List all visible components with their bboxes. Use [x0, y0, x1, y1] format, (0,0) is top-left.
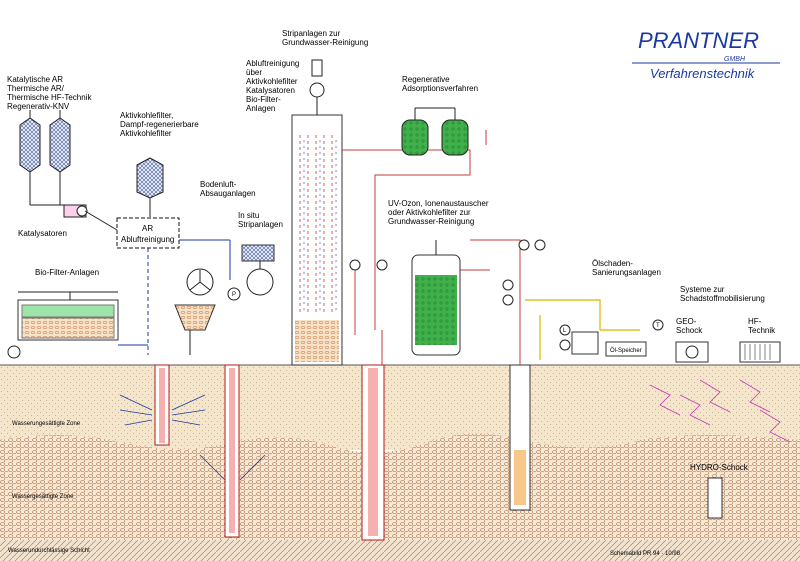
- footer-text: Schemabild PR 94 · 10/98: [610, 551, 681, 557]
- systeme-label: Systeme zur Schadstoffmobilisierung: [680, 285, 765, 303]
- brand-gmbh: GMBH: [724, 56, 746, 63]
- svg-text:Regenerativ-KNV: Regenerativ-KNV: [7, 102, 70, 111]
- svg-text:In situ: In situ: [238, 211, 259, 220]
- svg-text:oder Aktivkohlefilter zur: oder Aktivkohlefilter zur: [388, 208, 471, 217]
- svg-text:UV-Ozon, Ionenaustauscher: UV-Ozon, Ionenaustauscher: [388, 199, 489, 208]
- uv-ozon-label: UV-Ozon, Ionenaustauscher oder Aktivkohl…: [388, 199, 489, 226]
- brand-name: PRANTNER: [638, 28, 759, 53]
- separator: [174, 304, 216, 331]
- svg-text:HF-: HF-: [748, 317, 762, 326]
- svg-text:Dampf-regenerierbare: Dampf-regenerierbare: [120, 120, 199, 129]
- svg-text:Grundwasser-Reinigung: Grundwasser-Reinigung: [282, 38, 368, 47]
- svg-text:Adsorptionsverfahren: Adsorptionsverfahren: [402, 84, 478, 93]
- svg-text:Absauganlagen: Absauganlagen: [200, 189, 256, 198]
- svg-text:Thermische HF-Technik: Thermische HF-Technik: [7, 93, 92, 102]
- wells: [154, 364, 531, 541]
- pump-p-2: [376, 259, 388, 271]
- impermeable-layer: [0, 540, 800, 561]
- svg-text:über: über: [246, 68, 262, 77]
- svg-text:Katalytische AR: Katalytische AR: [7, 75, 63, 84]
- mobilisation-waves: [649, 379, 791, 443]
- ar-box: AR Abluftreinigung: [116, 217, 180, 249]
- svg-text:Sanierungsanlagen: Sanierungsanlagen: [592, 268, 661, 277]
- svg-text:Katalysatoren: Katalysatoren: [246, 86, 295, 95]
- svg-text:Abluftreinigung: Abluftreinigung: [121, 235, 174, 244]
- aktivkohle-label: Aktivkohlefilter, Dampf-regenerierbare A…: [120, 111, 199, 138]
- svg-text:GEO-: GEO-: [676, 317, 697, 326]
- svg-text:P: P: [232, 292, 236, 298]
- hydro-schock-unit: [707, 477, 723, 519]
- brand-logo: PRANTNER GMBH Verfahrenstechnik: [632, 28, 780, 81]
- biofilter-unit: [7, 291, 148, 359]
- uv-ozon-vessel: [411, 240, 461, 356]
- aktivkohle-vessel: [136, 157, 164, 199]
- svg-text:Stripanlagen: Stripanlagen: [238, 220, 283, 229]
- svg-text:Aktivkohlefilter: Aktivkohlefilter: [120, 129, 172, 138]
- unsaturated-zone: [0, 365, 800, 450]
- katalysatoren-label: Katalysatoren: [18, 229, 67, 238]
- pump-p-1: [349, 259, 361, 271]
- oil-skimmer: Öl-Speicher L T: [559, 319, 664, 357]
- regenerative-label: Regenerative Adsorptionsverfahren: [402, 75, 478, 93]
- svg-text:Regenerative: Regenerative: [402, 75, 450, 84]
- svg-text:Abluftreinigung: Abluftreinigung: [246, 59, 299, 68]
- geo-schock-label: GEO- Schock: [676, 317, 703, 335]
- svg-text:Schock: Schock: [676, 326, 703, 335]
- biofilter-label: Bio-Filter-Anlagen: [35, 268, 99, 277]
- svg-text:Grundwasser-Reinigung: Grundwasser-Reinigung: [388, 217, 474, 226]
- svg-text:Thermische AR/: Thermische AR/: [7, 84, 65, 93]
- svg-text:Anlagen: Anlagen: [246, 104, 275, 113]
- insitu-fan: [246, 268, 274, 296]
- brand-subtitle: Verfahrenstechnik: [650, 66, 756, 81]
- abluft-tower-label: Abluftreinigung über Aktivkohlefilter Ka…: [246, 59, 299, 113]
- regenerative-vessels: [401, 107, 469, 156]
- insitu-label: In situ Stripanlagen: [238, 211, 283, 229]
- catalytic-label: Katalytische AR Thermische AR/ Thermisch…: [7, 75, 92, 111]
- svg-text:Bodenluft-: Bodenluft-: [200, 180, 237, 189]
- pump-p-3: [518, 239, 530, 251]
- pump-p-6: [502, 294, 514, 306]
- catalytic-vessels: [19, 110, 88, 218]
- airflow-arrows: [119, 394, 266, 481]
- pump-p-4: [534, 239, 546, 251]
- svg-text:Öl-Speicher: Öl-Speicher: [610, 347, 642, 354]
- oelschaden-label: Ölschaden- Sanierungsanlagen: [592, 259, 661, 277]
- svg-text:Ölschaden-: Ölschaden-: [592, 259, 633, 268]
- oil-lines: [525, 299, 640, 360]
- svg-text:Schadstoffmobilisierung: Schadstoffmobilisierung: [680, 294, 765, 303]
- insitu-heater: [241, 244, 275, 262]
- saturated-zone: [0, 433, 800, 540]
- svg-text:Aktivkohlefilter,: Aktivkohlefilter,: [120, 111, 173, 120]
- svg-text:T: T: [656, 323, 660, 329]
- svg-text:Systeme zur: Systeme zur: [680, 285, 725, 294]
- soil-layers: [0, 364, 800, 561]
- svg-text:L: L: [563, 328, 567, 334]
- pump-p-5: [502, 279, 514, 291]
- svg-text:Aktivkohlefilter: Aktivkohlefilter: [246, 77, 298, 86]
- bodenluft-label: Bodenluft- Absauganlagen: [200, 180, 256, 198]
- hf-label: HF- Technik: [748, 317, 776, 335]
- svg-text:Bio-Filter-: Bio-Filter-: [246, 95, 281, 104]
- zone-impermeable-label: Wasserundurchlässige Schicht: [8, 548, 90, 554]
- hydro-schock-label: HYDRO-Schock: [690, 463, 749, 472]
- zone-unsaturated-label: Wasserungesättigte Zone: [12, 421, 81, 427]
- svg-text:Stripanlagen zur: Stripanlagen zur: [282, 29, 341, 38]
- zone-saturated-label: Wassergesättigte Zone: [12, 494, 74, 500]
- svg-text:Technik: Technik: [748, 326, 776, 335]
- svg-text:AR: AR: [142, 224, 153, 233]
- strip-top-label: Stripanlagen zur Grundwasser-Reinigung: [282, 29, 368, 47]
- strip-tower: [291, 59, 343, 366]
